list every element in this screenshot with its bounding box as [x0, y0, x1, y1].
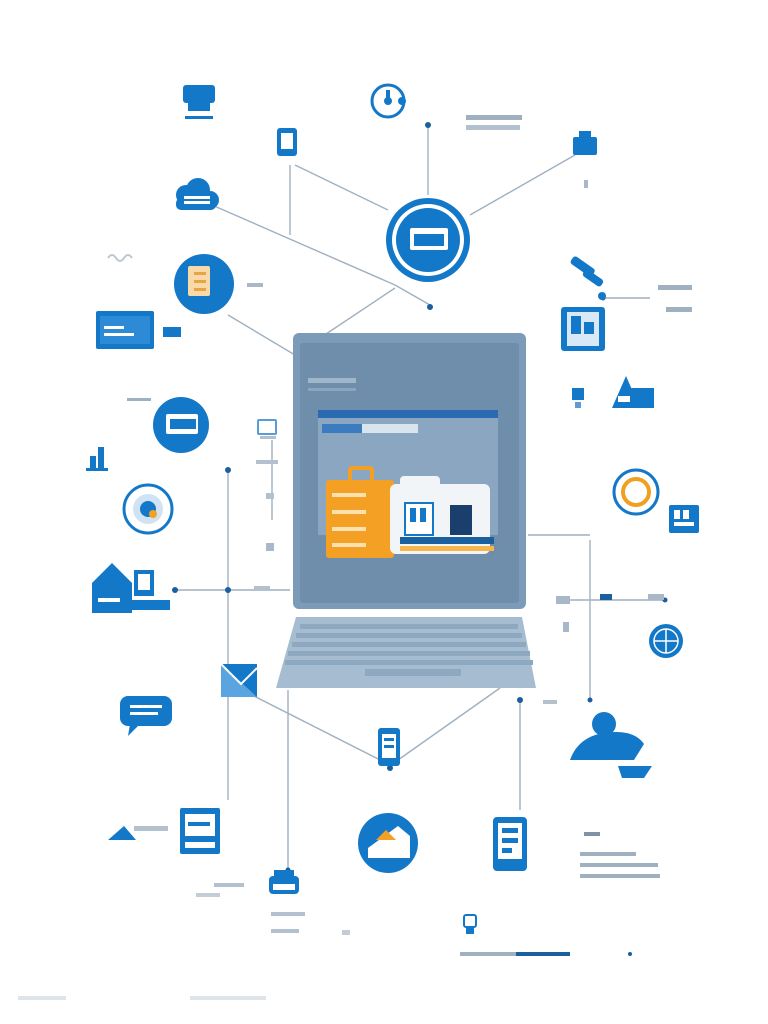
connector-dot: [587, 697, 593, 703]
house-device-icon[interactable]: [92, 563, 170, 613]
connector-dot: [225, 587, 231, 593]
chat-bubble-icon[interactable]: [120, 696, 172, 736]
faint-caption: [134, 826, 244, 897]
people-icon[interactable]: [612, 376, 654, 408]
connector-line: [227, 314, 296, 356]
connector-line: [241, 689, 391, 766]
connector-dot: [427, 304, 433, 310]
connector-dot: [172, 587, 178, 593]
browser-small-icon[interactable]: [257, 419, 277, 439]
faint-caption: [658, 285, 692, 312]
globe-icon[interactable]: [122, 483, 174, 535]
connector-line: [469, 154, 576, 216]
screen-topbar: [308, 378, 356, 383]
faint-squiggle: [107, 254, 133, 262]
cloud-small-icon[interactable]: [108, 826, 136, 840]
connector-dot: [425, 122, 431, 128]
faint-caption: [580, 832, 660, 878]
keyboard-keys: [285, 624, 533, 676]
screen-topbar: [308, 388, 356, 391]
faint-caption: [466, 115, 522, 130]
storage-icon[interactable]: [669, 505, 699, 533]
cloud-icon[interactable]: [176, 178, 219, 210]
faint-caption: [256, 460, 278, 551]
ring-icon[interactable]: [612, 468, 660, 516]
tablet-icon[interactable]: [277, 128, 297, 156]
faint-caption: [127, 398, 151, 401]
center-laptop: [276, 333, 536, 688]
globe-right-icon[interactable]: [649, 624, 683, 658]
connector-dot: [387, 765, 393, 771]
faint-caption: [543, 594, 664, 704]
faint-caption: [254, 586, 270, 591]
faint-caption: [247, 283, 263, 287]
connector-line: [319, 287, 396, 339]
card-icon[interactable]: [96, 311, 181, 349]
settings-badge-icon[interactable]: [370, 83, 406, 119]
faint-caption: [271, 912, 350, 935]
person-icon[interactable]: [86, 447, 108, 471]
document-icon[interactable]: [174, 254, 234, 314]
connector-dots: [172, 122, 668, 873]
upload-folder-icon[interactable]: [358, 813, 418, 873]
connector-dot: [225, 467, 231, 473]
monitor-icon[interactable]: [183, 85, 215, 119]
phone-bottom-icon[interactable]: [493, 817, 527, 871]
tablet-right-icon[interactable]: [561, 307, 605, 351]
chart-icon[interactable]: [153, 397, 209, 453]
phone-icon[interactable]: [378, 728, 400, 766]
connector-line: [294, 164, 389, 211]
connector-lines: [175, 125, 665, 870]
cloud-server-icon[interactable]: [573, 131, 597, 188]
connector-dot: [517, 697, 523, 703]
monitor-icon[interactable]: [180, 808, 220, 854]
document-stack-icon: [390, 476, 494, 554]
hub-browser-icon[interactable]: [386, 198, 470, 282]
faint-caption: [18, 952, 632, 1000]
person-small-icon[interactable]: [572, 388, 584, 408]
connector-line: [211, 204, 396, 286]
connector-line: [394, 284, 431, 306]
connector-line: [397, 687, 501, 761]
printer-icon[interactable]: [269, 870, 299, 894]
lock-icon[interactable]: [463, 914, 477, 934]
user-laptop-icon[interactable]: [570, 712, 652, 778]
mail-icon[interactable]: [220, 663, 258, 697]
tools-icon[interactable]: [569, 255, 606, 300]
orange-folder-icon: [326, 466, 394, 558]
